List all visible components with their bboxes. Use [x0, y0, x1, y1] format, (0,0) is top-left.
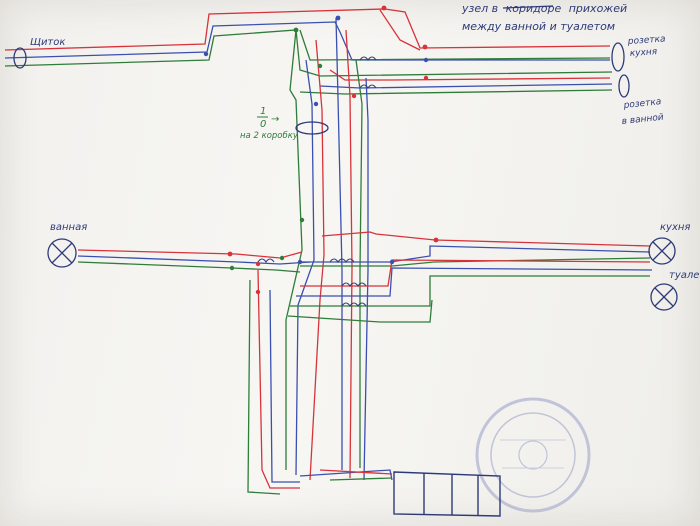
split-note: на 2 коробку: [240, 131, 299, 141]
panel-label: Щиток: [30, 37, 65, 48]
kitchen-sockets-label-2: кухня: [630, 47, 659, 59]
bath-socket-label-2: в ванной: [621, 113, 664, 127]
kitchen-socket-icon: [611, 42, 625, 72]
bathroom-light-wires: [77, 249, 311, 273]
toilet-lamp-icon: [650, 283, 678, 311]
kitchen-sockets-label-1: розетка: [627, 34, 666, 47]
splice-marks: [257, 56, 377, 307]
kitchen-light-wires: [300, 231, 651, 267]
split-fraction-arrow: →: [271, 114, 279, 125]
junction-dots: [203, 5, 439, 295]
kitchen-light-label: кухня: [660, 222, 690, 233]
toilet-light-label: туалет: [669, 270, 700, 281]
title-line1: узел в коридоре прихожей: [461, 2, 627, 15]
kitchen-lamp-icon: [648, 237, 676, 265]
bath-socket-icon: [618, 74, 630, 98]
vertical-trunk: [285, 17, 369, 481]
split-fraction-top: 1: [260, 106, 266, 117]
panel-connection-icon: [13, 47, 27, 69]
bath-socket-label-1: розетка: [622, 97, 662, 111]
bathroom-light-label: ванная: [50, 222, 87, 233]
title-strikethrough: [502, 5, 554, 9]
split-note-oval-icon: [295, 121, 329, 135]
toilet-light-wires: [287, 259, 653, 323]
stamp-seal-icon: [475, 397, 591, 513]
switch-feed-wires: [247, 269, 393, 495]
switch-block-icon: [393, 471, 501, 517]
split-fraction-bottom: 0: [260, 119, 266, 130]
bathroom-lamp-icon: [47, 238, 77, 268]
title-line2: между ванной и туалетом: [462, 20, 615, 33]
